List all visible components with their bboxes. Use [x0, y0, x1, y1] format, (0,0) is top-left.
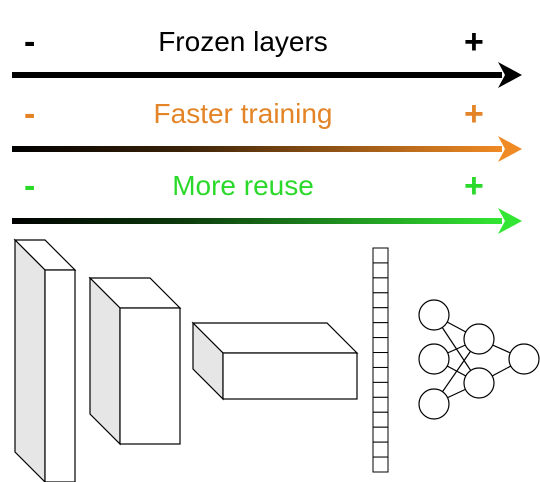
flatten-cell [372, 262, 389, 279]
row-frozen-layers: - Frozen layers + [0, 22, 540, 62]
minus-sign: - [24, 167, 36, 205]
output-neuron [508, 343, 540, 375]
row-faster-training: - Faster training + [0, 94, 540, 134]
plus-sign: + [464, 95, 484, 133]
minus-sign: - [24, 95, 36, 133]
flatten-cell [372, 322, 389, 339]
dense-network [418, 299, 540, 420]
arrow-faster-training [12, 136, 522, 162]
hidden-neuron [463, 367, 495, 399]
row-label: More reuse [172, 170, 314, 201]
hidden-neuron [463, 323, 495, 355]
flatten-cell [372, 247, 389, 264]
flatten-cell [372, 381, 389, 398]
flatten-cell [372, 411, 389, 428]
conv-block-2 [88, 276, 182, 446]
flatten-cell [372, 426, 389, 443]
arrow-frozen-layers [12, 62, 522, 88]
flatten-layer [372, 247, 389, 473]
flatten-cell [372, 366, 389, 383]
conv-block-1 [13, 238, 77, 482]
conv-block-3 [191, 321, 359, 401]
input-neuron [418, 343, 450, 375]
flatten-cell [372, 352, 389, 368]
flatten-cell [372, 292, 389, 309]
row-more-reuse: - More reuse + [0, 166, 540, 206]
flatten-cell [372, 396, 389, 413]
arrow-more-reuse [12, 208, 522, 234]
flatten-cell [372, 441, 389, 458]
input-neuron [418, 299, 450, 331]
input-neuron [418, 388, 450, 420]
flatten-cell [372, 337, 389, 354]
plus-sign: + [464, 167, 484, 205]
minus-sign: - [24, 23, 36, 61]
flatten-cell [372, 277, 389, 294]
row-label: Faster training [153, 98, 333, 129]
flatten-cell [372, 456, 389, 473]
plus-sign: + [464, 23, 484, 61]
flatten-cell [372, 307, 389, 324]
row-label: Frozen layers [158, 26, 328, 57]
